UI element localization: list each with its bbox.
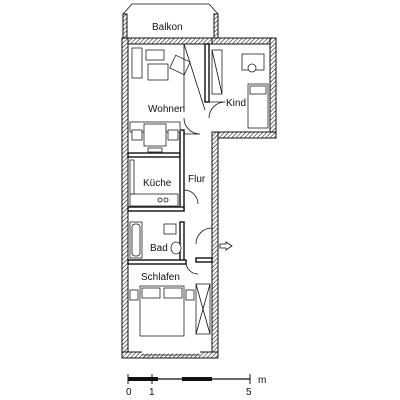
entrance-arrow-icon: [219, 241, 233, 251]
scale-label-0: 0: [126, 387, 132, 398]
chair-icon: [167, 129, 179, 141]
door-kind: [208, 101, 226, 119]
door-kueche: [183, 189, 199, 205]
wall-bad-schlafen: [127, 259, 187, 265]
armchair-icon: [169, 54, 191, 76]
wall-top-kind: [211, 37, 277, 45]
stove-icon: [163, 197, 169, 203]
armchair-icon: [145, 49, 165, 61]
scale-label-5: 5: [246, 387, 252, 398]
wall-right-corridor: [211, 131, 219, 359]
room-label-kueche: Küche: [143, 178, 172, 189]
wall-wohnen-kueche: [127, 152, 181, 158]
wall-wohnen-kind: [204, 43, 210, 103]
chair-icon: [247, 63, 257, 73]
wohnen-furniture: [129, 43, 206, 153]
bathtub-inner: [131, 223, 141, 257]
nightstand-icon: [185, 289, 195, 301]
pillow-icon: [163, 287, 183, 299]
door-entrance: [195, 227, 213, 245]
wall-bottom-kind: [211, 131, 277, 139]
pillow-icon: [141, 287, 161, 299]
wohnen-wardrobe-diag: [183, 43, 206, 111]
doors: [183, 101, 226, 275]
scale-segment: [128, 377, 158, 381]
wardrobe-diag: [195, 283, 211, 335]
kitchen-cabinet: [129, 159, 135, 195]
room-label-wohnen: Wohnen: [148, 104, 185, 115]
scale-unit: m: [258, 375, 266, 386]
balcony-wall-right: [213, 13, 219, 39]
kitchen-counter: [129, 193, 179, 207]
door-wohnen: [183, 117, 201, 135]
room-label-schlafen: Schlafen: [141, 272, 180, 283]
interior-walls: [127, 43, 213, 265]
room-label-bad: Bad: [150, 243, 168, 254]
bathtub-icon: [129, 221, 143, 259]
scale-bar: 0 1 5 m: [126, 374, 266, 398]
wall-bad-flur: [179, 221, 185, 263]
room-label-balkon: Balkon: [152, 22, 183, 33]
balcony-wall-left: [122, 13, 128, 39]
scale-segment: [182, 377, 212, 381]
wall-top-wohnen: [121, 37, 219, 45]
exterior-walls: [121, 37, 277, 359]
chair-icon: [147, 147, 163, 153]
nightstand-icon: [129, 289, 139, 301]
toilet-icon: [170, 241, 182, 255]
sofa-icon: [147, 63, 169, 81]
windows: [142, 350, 200, 356]
room-label-flur: Flur: [188, 174, 206, 185]
bed-icon: [247, 83, 269, 129]
bathroom-furniture: [129, 221, 182, 259]
chair-icon: [131, 129, 143, 141]
shelf: [131, 47, 143, 79]
pillow-icon: [249, 85, 267, 95]
room-label-kind: Kind: [226, 98, 246, 109]
kitchen-furniture: [129, 159, 179, 207]
wall-left: [121, 37, 129, 359]
scale-label-1: 1: [149, 387, 155, 398]
sink-icon: [163, 223, 177, 235]
wall-kueche-bad: [127, 206, 185, 212]
wall-kueche-flur: [179, 129, 185, 211]
dining-table-icon: [143, 123, 167, 147]
wall-right-kind: [269, 37, 277, 139]
schlafen-furniture: [129, 283, 211, 337]
wall-flur-schlafen: [195, 257, 213, 263]
kind-furniture: [211, 49, 269, 129]
wardrobe-diag: [211, 49, 223, 95]
door-schlafen: [185, 261, 199, 275]
stove-icon: [157, 197, 163, 203]
